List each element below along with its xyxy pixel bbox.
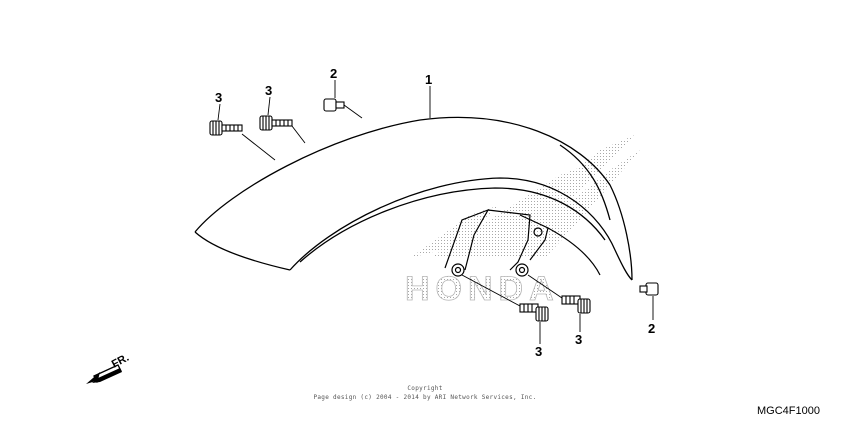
screw-2-top xyxy=(323,98,345,112)
callout-3-lower-left: 3 xyxy=(535,344,542,359)
bolt-3-lower-left xyxy=(519,303,549,322)
front-direction-arrow-icon xyxy=(86,364,122,384)
bolt-3-lower-middle xyxy=(561,295,591,314)
diagram-reference-code: MGC4F1000 xyxy=(757,405,820,417)
copyright-notice: Page design (c) 2004 - 2014 by ARI Netwo… xyxy=(313,394,537,401)
honda-wordmark: HONDA xyxy=(405,270,560,308)
copyright-label: Copyright xyxy=(407,385,443,392)
leader-lines xyxy=(217,80,654,344)
front-direction-label: FR. xyxy=(110,352,131,371)
screw-2-right xyxy=(639,282,659,296)
callout-3-lower-middle: 3 xyxy=(575,332,582,347)
front-fender xyxy=(194,116,633,281)
bolt-3-upper-left xyxy=(209,120,243,136)
callout-2-top: 2 xyxy=(330,66,337,81)
bolt-3-upper-middle xyxy=(259,115,293,131)
honda-logo-watermark: HONDA xyxy=(405,135,640,308)
callout-3-upper-middle: 3 xyxy=(265,83,272,98)
callout-3-upper-left: 3 xyxy=(215,90,222,105)
callout-2-right: 2 xyxy=(648,321,655,336)
fender-stay-bracket xyxy=(444,208,601,277)
callout-1: 1 xyxy=(425,72,432,87)
